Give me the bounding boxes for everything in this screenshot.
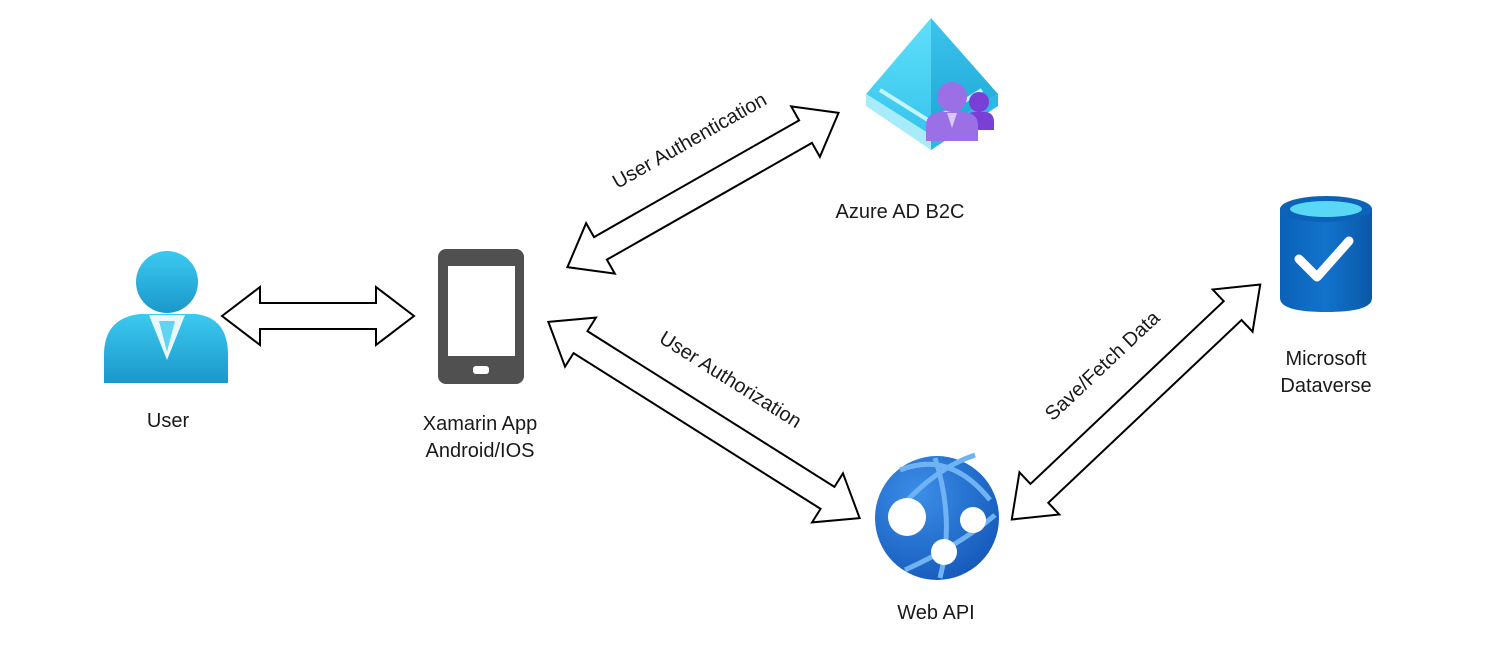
azure-label: Azure AD B2C bbox=[800, 199, 1000, 226]
web-api-icon bbox=[875, 452, 999, 580]
webapi-label-text: Web API bbox=[897, 602, 975, 624]
app-label-line2: Android/IOS bbox=[425, 440, 535, 462]
azure-label-text: Azure AD B2C bbox=[835, 201, 965, 223]
webapi-label: Web API bbox=[876, 600, 996, 627]
azure-ad-b2c-icon bbox=[866, 18, 998, 150]
dataverse-icon bbox=[1280, 196, 1372, 312]
user-icon bbox=[104, 251, 228, 383]
user-app-arrow bbox=[220, 284, 416, 348]
user-label-text: User bbox=[146, 410, 190, 432]
dataverse-label-line2: Dataverse bbox=[1280, 375, 1372, 397]
authorization-arrow bbox=[546, 316, 862, 524]
user-label: User bbox=[118, 408, 218, 435]
app-label: Xamarin App Android/IOS bbox=[380, 411, 580, 465]
dataverse-label-line1: Microsoft bbox=[1285, 348, 1367, 370]
app-label-line1: Xamarin App bbox=[422, 413, 538, 435]
phone-icon bbox=[438, 249, 524, 384]
dataverse-label: Microsoft Dataverse bbox=[1246, 346, 1406, 400]
authentication-arrow bbox=[565, 105, 841, 275]
save-fetch-arrow bbox=[1010, 283, 1262, 521]
